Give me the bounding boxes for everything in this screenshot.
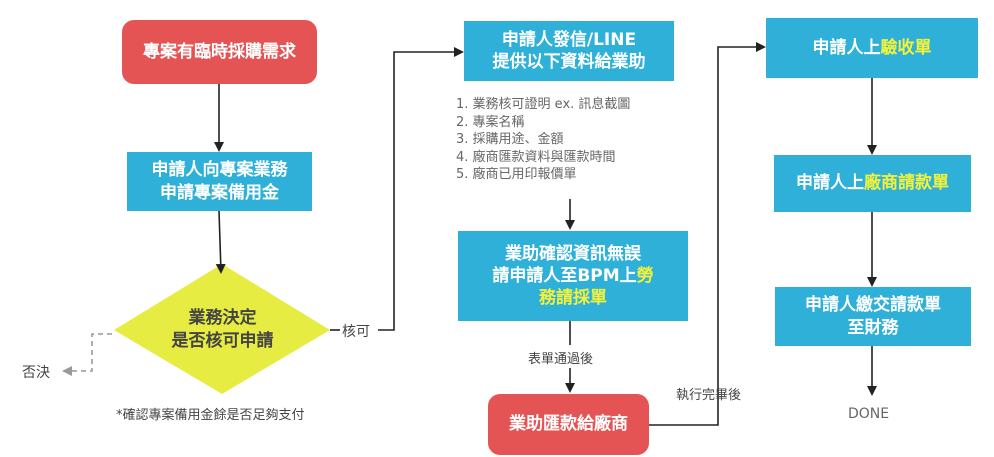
budget-note: *確認專案備用金餘是否足夠支付 xyxy=(116,408,305,423)
receipt-label: 申請人上 xyxy=(812,37,881,58)
arrow-approve xyxy=(378,47,464,331)
payreq-highlight: 廠商請款單 xyxy=(864,173,949,194)
decision-line2: 是否核可申請 xyxy=(171,331,274,351)
list-item: 5. 廠商已用印報價單 xyxy=(456,167,577,182)
remit-node-label: 業助匯款給廠商 xyxy=(509,414,628,435)
apply-node-line2: 申請專案備用金 xyxy=(160,182,279,203)
arrow-apply-to-decision xyxy=(215,210,226,274)
receipt-node: 申請人上驗收單 xyxy=(766,18,978,78)
approve-label: 核可 xyxy=(342,324,370,340)
confirm-line3: 務請採單 xyxy=(539,288,607,309)
decision-node: 業務決定 是否核可申請 xyxy=(115,300,330,360)
list-item: 4. 廠商匯款資料與匯款時間 xyxy=(456,149,616,165)
confirm-node: 業助確認資訊無誤 請申請人至BPM上勞 務請採單 xyxy=(458,231,688,321)
payreq-node: 申請人上廠商請款單 xyxy=(774,155,971,212)
confirm-line2-highlight: 勞 xyxy=(636,265,654,286)
list-item: 2. 專案名稱 xyxy=(456,114,525,130)
list-item: 1. 業務核可證明 ex. 訊息截圖 xyxy=(456,97,631,112)
submit-line1: 申請人繳交請款單 xyxy=(805,295,941,316)
required-documents-list: 1. 業務核可證明 ex. 訊息截圖 2. 專案名稱 3. 採購用途、金額 4.… xyxy=(456,96,630,184)
remit-node: 業助匯款給廠商 xyxy=(488,394,649,455)
reject-label: 否決 xyxy=(22,365,50,381)
after-exec-label: 執行完畢後 xyxy=(676,388,742,403)
submit-node: 申請人繳交請款單 至財務 xyxy=(775,287,971,346)
send-info-line1: 申請人發信/LINE xyxy=(501,29,637,50)
arrow-reject xyxy=(62,333,112,376)
apply-node-line1: 申請人向專案業務 xyxy=(151,160,288,181)
list-item: 3. 採購用途、金額 xyxy=(456,132,564,147)
confirm-line1: 業助確認資訊無誤 xyxy=(505,243,641,264)
receipt-highlight: 驗收單 xyxy=(880,37,932,58)
start-node-label: 專案有臨時採購需求 xyxy=(143,41,296,62)
decision-line1: 業務決定 xyxy=(188,308,257,329)
done-label: DONE xyxy=(848,406,890,422)
start-node: 專案有臨時採購需求 xyxy=(122,20,317,84)
send-info-line2: 提供以下資料給業助 xyxy=(492,52,646,72)
arrow-remit-to-receipt xyxy=(649,42,766,426)
submit-line2: 至財務 xyxy=(847,317,899,338)
send-info-node: 申請人發信/LINE 提供以下資料給業助 xyxy=(464,21,674,81)
confirm-line2: 請申請人至BPM上 xyxy=(492,265,637,286)
apply-node: 申請人向專案業務 申請專案備用金 xyxy=(127,152,312,211)
payreq-label: 申請人上 xyxy=(796,173,864,194)
form-passed-label: 表單通過後 xyxy=(528,352,594,367)
decision-diamond xyxy=(114,264,330,394)
